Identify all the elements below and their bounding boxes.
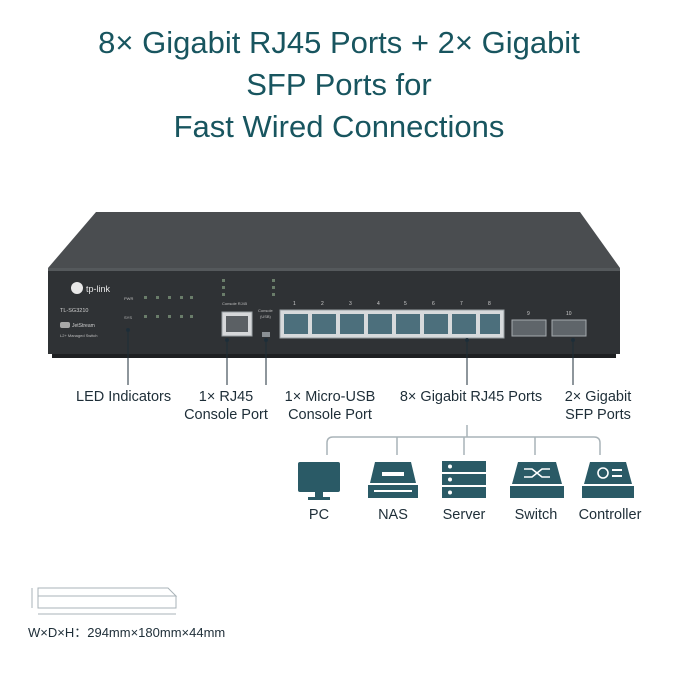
sfp-ports [511,319,587,337]
headline-line-1: 8× Gigabit RJ45 Ports + 2× Gigabit [98,25,580,60]
svg-text:(USB): (USB) [260,314,272,319]
svg-text:7: 7 [460,301,463,307]
dimensions-text: W×D×H：294mm×180mm×44mm [28,625,226,640]
gigabit-rj45-ports [279,309,505,339]
dimension-drawing [31,587,178,615]
switch-top-panel [48,212,620,268]
jetstream-badge [60,322,70,328]
led-indicators: PWR SYS [124,296,193,320]
svg-text:8: 8 [488,301,491,307]
connection-lines [326,425,601,455]
model-text: TL-SG3210 [60,308,88,314]
callout-rj45-console: 1× RJ45 Console Port [184,389,268,423]
svg-text:Console RJ45: Console RJ45 [222,301,248,306]
device-label-switch: Switch [514,507,558,523]
svg-text:4: 4 [377,301,380,307]
headline-line-3: Fast Wired Connections [173,109,505,144]
monitor-icon [298,462,340,500]
headline: 8× Gigabit RJ45 Ports + 2× Gigabit SFP P… [0,22,678,148]
device-label-pc: PC [308,507,330,523]
device-label-nas: NAS [378,507,408,523]
callout-gigabit-ports: 8× Gigabit RJ45 Ports [399,389,543,405]
svg-text:10: 10 [566,311,572,317]
micro-usb-console-port: Console (USB) [258,308,273,337]
subtitle-text: L2+ Managed Switch [60,333,97,338]
callout-micro-usb-console: 1× Micro-USB Console Port [284,389,376,423]
callout-sfp-ports: 2× Gigabit SFP Ports [564,389,632,423]
svg-text:Console: Console [258,308,273,313]
switch-front-panel [48,268,620,354]
svg-text:9: 9 [527,311,530,317]
server-icon [442,461,486,498]
svg-text:PWR: PWR [124,296,133,301]
svg-text:6: 6 [432,301,435,307]
callout-lines [126,328,575,385]
callout-led-indicators: LED Indicators [76,389,172,405]
svg-text:5: 5 [404,301,407,307]
tp-link-logo: tp-link [71,282,111,294]
controller-icon [582,462,634,498]
port-number-labels: 1 2 3 4 5 6 7 8 9 10 [293,301,572,317]
device-label-controller: Controller [578,507,642,523]
port-led-legend [222,279,275,296]
brand-text: tp-link [86,284,111,294]
svg-text:2: 2 [321,301,324,307]
svg-text:1: 1 [293,301,296,307]
switch-icon [510,462,564,498]
series-text: JetStream [72,323,95,329]
svg-text:SYS: SYS [124,315,132,320]
nas-icon [368,462,418,498]
headline-line-2: SFP Ports for [246,67,432,102]
svg-text:3: 3 [349,301,352,307]
rj45-console-port: Console RJ45 [221,301,253,337]
device-label-server: Server [442,507,486,523]
